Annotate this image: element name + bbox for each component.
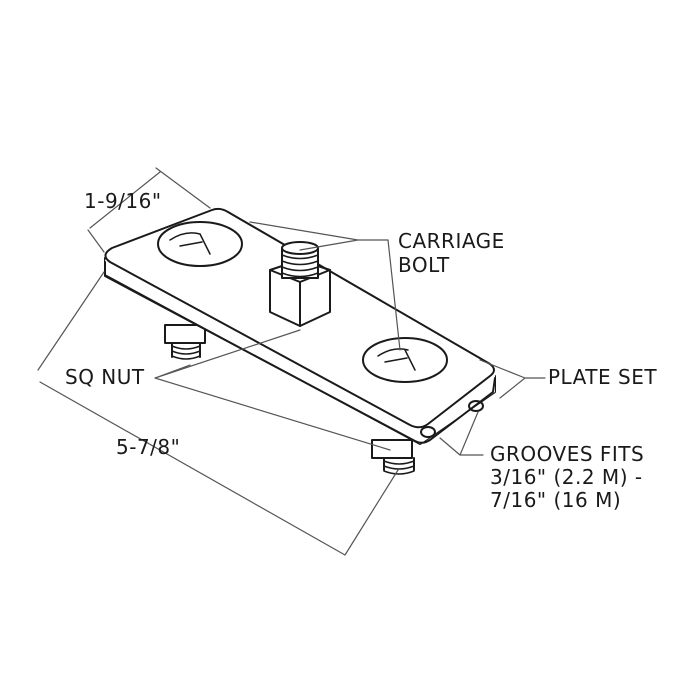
width-dimension-label: 1-9/16": [84, 189, 162, 213]
carriage-bolt-head-right: [362, 337, 448, 383]
lower-nut-left: [164, 324, 206, 360]
grooves-label-line1: GROOVES FITS: [490, 442, 645, 466]
grooves-label-line2: 3/16" (2.2 M) -: [490, 465, 643, 489]
lower-nut-right: [371, 439, 415, 475]
center-square-nut: [269, 241, 331, 327]
carriage-bolt-head-left: [157, 221, 243, 267]
length-dimension-label: 5-7/8": [116, 435, 181, 459]
sq-nut-label: SQ NUT: [65, 365, 145, 389]
dimension-lines: [37, 167, 546, 556]
plate-set-label: PLATE SET: [548, 365, 658, 389]
carriage-bolt-label-line1: CARRIAGE: [398, 229, 505, 253]
carriage-bolt-label-line2: BOLT: [398, 253, 450, 277]
grooves-label-line3: 7/16" (16 M): [490, 488, 622, 512]
